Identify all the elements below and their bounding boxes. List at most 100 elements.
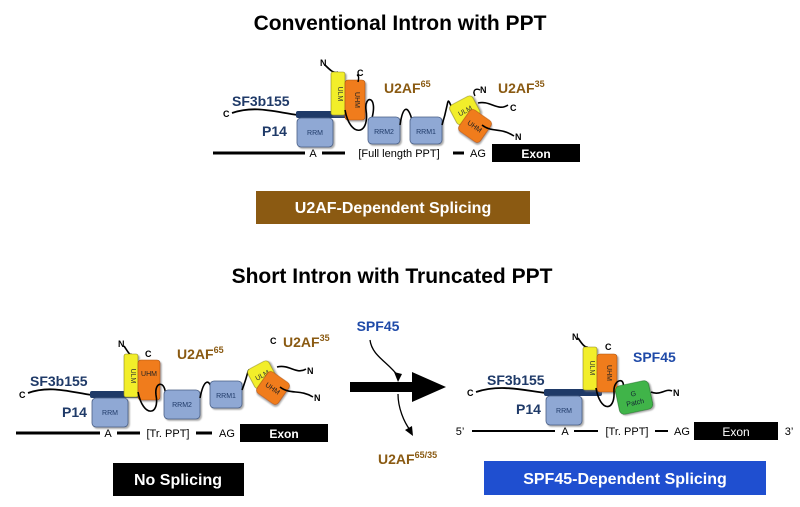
spf45-in-arrow <box>369 339 399 377</box>
no-splicing-box <box>113 463 244 496</box>
p14-label: P14 <box>62 404 87 420</box>
rrm1-domain <box>209 380 243 409</box>
rrm2-label: RRM2 <box>374 129 394 136</box>
p14-label: P14 <box>262 123 287 139</box>
ulm-label: ULM <box>336 87 343 102</box>
sf3b155-strand <box>27 388 93 396</box>
rrm-label: RRM <box>556 408 572 415</box>
rrm1-label: RRM1 <box>416 129 436 136</box>
rrm1-label: RRM1 <box>216 393 236 400</box>
spf45-input-label: SPF45 <box>357 318 400 334</box>
rrm-linker <box>399 108 413 126</box>
ulm-label: ULM <box>588 361 595 376</box>
uhm-label: UHM <box>605 365 612 381</box>
n-terminus: N <box>314 393 321 403</box>
u2af35-uhm: UHM <box>256 371 290 405</box>
bottom-left-complex: A [Tr. PPT] AG Exon C SF3b155 P14 RRM N … <box>16 333 330 442</box>
title-conventional-intron: Conventional Intron with PPT <box>254 12 547 35</box>
n-tail <box>577 337 589 348</box>
uhm-domain <box>256 371 290 405</box>
u2af65-label: U2AF65 <box>384 79 431 96</box>
p14-rrm-domain <box>545 395 583 426</box>
c-terminus: C <box>357 68 364 78</box>
n-terminus: N <box>673 388 680 398</box>
uhm-label: UHM <box>353 92 360 108</box>
sf3b155-strand <box>475 387 547 394</box>
n-terminus: N <box>572 332 579 342</box>
uhm-domain <box>137 359 161 401</box>
sf3b155-label: SF3b155 <box>30 373 88 389</box>
n-terminus: N <box>515 132 522 142</box>
p14-rrm-domain <box>296 117 334 148</box>
title-short-intron: Short Intron with Truncated PPT <box>232 265 553 288</box>
spf45-dependent-splicing-box <box>484 461 766 495</box>
n-tail <box>481 124 515 137</box>
g-patch-label-patch: Patch <box>626 398 645 409</box>
p14-rrm-domain <box>91 397 129 428</box>
u2af35-label: U2AF35 <box>283 333 330 350</box>
rrm2-label: RRM2 <box>172 402 192 409</box>
c-terminus: C <box>270 336 277 346</box>
ag-label: AG <box>219 428 235 440</box>
full-length-ppt-label: [Full length PPT] <box>358 148 439 160</box>
bottom-right-complex: 5’ A [Tr. PPT] AG Exon 3’ C SF3b155 P14 … <box>456 332 794 440</box>
u2af65-tail <box>441 100 453 126</box>
exon-block <box>694 422 778 440</box>
truncated-ppt-label: [Tr. PPT] <box>606 426 649 438</box>
u2af65-n-tail <box>123 345 133 356</box>
spf45-label: SPF45 <box>633 349 676 365</box>
five-prime-label: 5’ <box>456 426 465 438</box>
truncated-ppt-label: [Tr. PPT] <box>147 428 190 440</box>
g-patch-domain <box>615 380 654 415</box>
c-terminus: C <box>510 103 517 113</box>
c-tail <box>477 101 509 109</box>
u2af-out-arrow <box>397 393 411 431</box>
u2af-dependent-splicing-label: U2AF-Dependent Splicing <box>295 200 491 217</box>
rrm-label: RRM <box>307 130 323 137</box>
u2af35-uhm: UHM <box>458 109 492 143</box>
uhm-domain <box>344 79 366 121</box>
c-terminus: C <box>223 109 230 119</box>
u2af6535-released-label: U2AF65/35 <box>378 450 437 467</box>
exon-label: Exon <box>269 427 298 441</box>
c-terminus: C <box>467 388 474 398</box>
top-complex: A [Full length PPT] AG Exon C SF3b155 P1… <box>213 58 580 162</box>
c-terminus: C <box>145 349 152 359</box>
n-terminus: N <box>307 366 314 376</box>
branch-point-a: A <box>309 148 317 160</box>
uhm-domain <box>596 353 618 393</box>
p14-label: P14 <box>516 401 541 417</box>
no-splicing-label: No Splicing <box>134 472 222 489</box>
u2af65-label: U2AF65 <box>177 345 224 362</box>
uhm-label: UHM <box>141 371 157 378</box>
main-reaction-arrow <box>350 372 446 402</box>
rrm-label: RRM <box>102 410 118 417</box>
u2af35-c-tail <box>356 74 360 83</box>
arrowhead <box>394 372 402 382</box>
n-tail <box>279 386 314 398</box>
exon-label: Exon <box>521 147 550 161</box>
arrowhead <box>405 426 413 436</box>
c-terminus: C <box>605 342 612 352</box>
branch-point-a: A <box>561 426 569 438</box>
ulm-label: ULM <box>129 369 136 384</box>
ag-label: AG <box>674 426 690 438</box>
uhm-domain <box>458 109 492 143</box>
exon-label: Exon <box>722 425 749 439</box>
rrm2-domain <box>367 116 401 145</box>
n-tail <box>473 88 481 97</box>
u2af-dependent-splicing-box <box>256 191 530 224</box>
sf3b155-bar <box>544 389 602 396</box>
exon-block <box>492 144 580 162</box>
rrm2-domain <box>163 389 201 420</box>
g-patch-label-g: G <box>630 391 637 399</box>
exon-block <box>240 424 328 442</box>
sf3b155-label: SF3b155 <box>487 372 545 388</box>
g-patch: G Patch <box>615 380 654 415</box>
n-terminus: N <box>480 85 487 95</box>
rrm1-domain <box>409 116 443 145</box>
three-prime-label: 3’ <box>785 426 794 438</box>
sf3b155-label: SF3b155 <box>232 93 290 109</box>
n-tail <box>276 365 307 372</box>
